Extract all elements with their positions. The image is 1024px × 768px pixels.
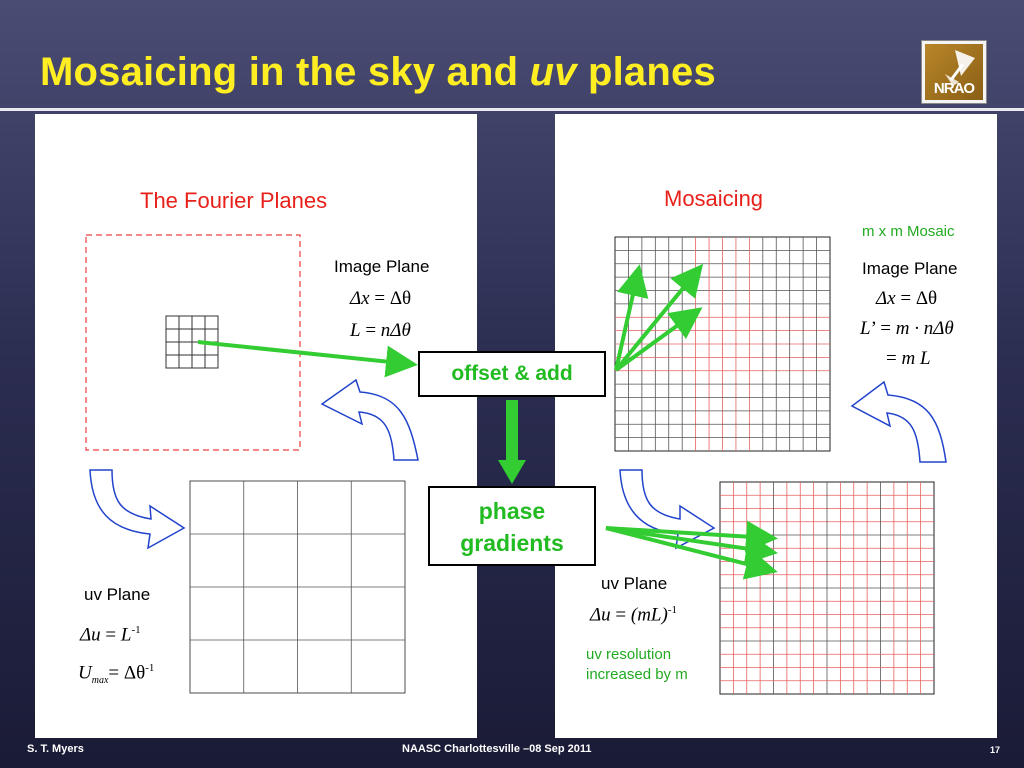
title-text-1: Mosaicing in the sky and <box>40 50 530 94</box>
right-image-plane-label: Image Plane <box>862 259 958 278</box>
mosaic-image-grid <box>614 236 831 452</box>
nrao-logo: NRAO <box>921 40 987 104</box>
logo-text: NRAO <box>933 80 975 97</box>
title-rule <box>0 108 1024 111</box>
curved-arrow-right-top <box>850 380 947 463</box>
left-uv-plane-label: uv Plane <box>84 585 151 604</box>
right-uv-plane-label: uv Plane <box>601 574 668 593</box>
arrow-offset-to-mosaic-2 <box>614 263 704 372</box>
arrow-grid-to-offset <box>197 340 418 378</box>
right-eq-mL: = m L <box>886 348 931 369</box>
mosaic-note: m x m Mosaic <box>862 223 955 240</box>
offset-add-label: offset & add <box>451 362 573 385</box>
left-eq-du: Δu = L-1 <box>80 624 141 646</box>
curved-arrow-left-bottom <box>89 469 186 550</box>
offset-add-box: offset & add <box>418 351 606 397</box>
right-panel-heading: Mosaicing <box>664 186 764 211</box>
phase-gradients-box: phase gradients <box>428 486 596 566</box>
logo-emblem: NRAO <box>925 44 983 100</box>
left-image-plane-label: Image Plane <box>334 257 430 276</box>
arrow-offset-to-mosaic-3 <box>614 307 703 372</box>
footer-author: S. T. Myers <box>27 743 84 755</box>
arrow-offset-to-mosaic-1 <box>614 264 649 371</box>
title-text-2: planes <box>576 50 716 94</box>
image-plane-dashed-box <box>85 234 301 451</box>
left-uv-grid <box>189 480 406 694</box>
arrow-phase-to-uv-1 <box>605 520 778 553</box>
curved-arrow-right-bottom <box>619 469 716 550</box>
left-panel-heading: The Fourier Planes <box>140 188 328 213</box>
left-eq-dx: Δx = Δθ <box>350 288 412 309</box>
uv-resolution-note-2: increased by m <box>586 666 688 683</box>
uv-resolution-note-1: uv resolution <box>586 646 672 663</box>
title-text-italic: uv <box>529 50 577 94</box>
mosaic-uv-grid <box>719 481 935 695</box>
arrow-phase-to-uv-2 <box>605 526 778 565</box>
left-eq-L: L = nΔθ <box>350 320 411 341</box>
phase-label-line2: gradients <box>460 530 564 556</box>
dish-icon <box>945 50 975 86</box>
slide-title: Mosaicing in the sky and uv planes <box>40 50 716 95</box>
down-arrow-offset-to-phase <box>498 400 526 484</box>
right-eq-Lprime: L’ = m · nΔθ <box>860 318 954 339</box>
green-arrows <box>197 263 778 580</box>
curved-arrow-left-top <box>320 378 419 461</box>
right-eq-dx: Δx = Δθ <box>876 288 938 309</box>
left-eq-umax: Umax= Δθ-1 <box>78 662 155 687</box>
footer-page-number: 17 <box>990 745 1001 755</box>
right-eq-du: Δu = (mL)-1 <box>590 604 677 626</box>
footer-event: NAASC Charlottesville –08 Sep 2011 <box>402 743 592 755</box>
phase-label-line1: phase <box>478 498 546 524</box>
arrow-phase-to-uv-3 <box>605 526 778 580</box>
